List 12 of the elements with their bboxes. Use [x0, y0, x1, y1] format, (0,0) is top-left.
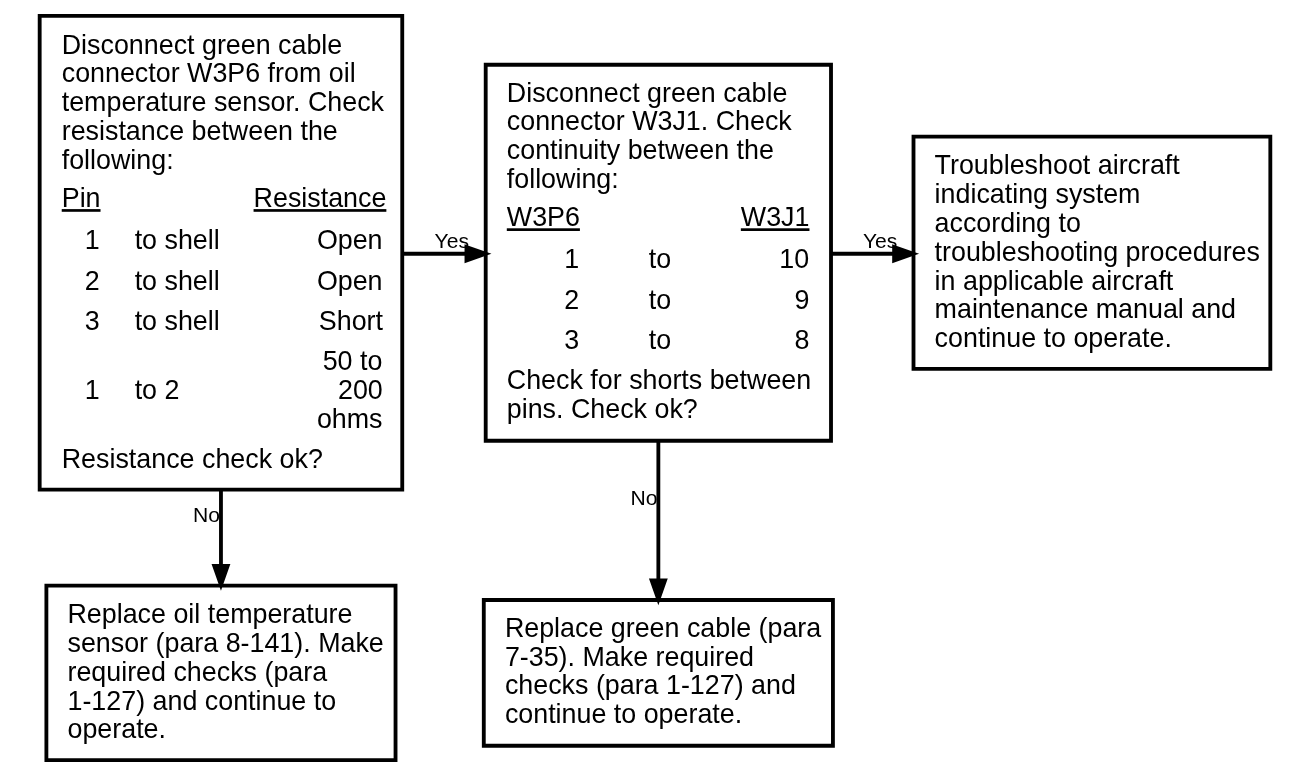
edge-label: Yes — [862, 228, 897, 252]
node-box: Replace oil temperature sensor (para 8-141). Make required checks (para 1-127) and continue to operate. — [43, 583, 397, 763]
node-box: Disconnect green cable connector W3J1. Check continuity between the following: W3P6 W3J1 1 to 10 2 to 9 3 to 8 Check for shorts between pins. Check ok? — [483, 62, 833, 443]
edge-label: Yes — [434, 228, 469, 252]
node-box: Troubleshoot aircraft indicating system according to troubleshooting procedures in applicable aircraft maintenance manual and continue to operate. — [911, 134, 1272, 371]
arrow — [211, 489, 230, 591]
arrow — [648, 441, 668, 606]
node-box: Replace green cable (para 7-35). Make required checks (para 1-127) and continue to operate. — [481, 598, 835, 748]
arrow — [402, 244, 491, 264]
edge-label: No — [192, 502, 220, 526]
arrow — [831, 244, 919, 264]
node-box: Disconnect green cable connector W3P6 from oil temperature sensor. Check resistance between the following: Pin Resistance 1 to shell Open 2 to shell Open 3 to shell Short 1 to 2 50 to 200 ohms Resistance check ok? — [37, 13, 404, 492]
